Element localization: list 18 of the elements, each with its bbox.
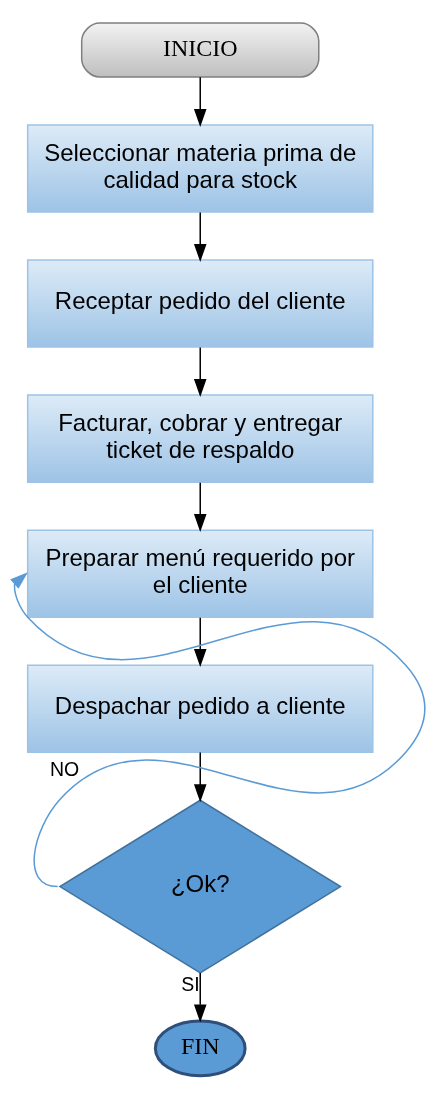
node-diamond: ¿Ok? — [58, 799, 342, 974]
node-box: Despachar pedido a cliente — [26, 664, 374, 753]
node-box: Receptar pedido del cliente — [26, 259, 374, 348]
arrow — [10, 572, 426, 888]
node-box: Facturar, cobrar y entregar ticket de respaldo — [26, 394, 374, 483]
arrow — [193, 76, 207, 127]
edge-label: SI — [181, 972, 200, 995]
arrow — [193, 346, 207, 397]
node-box: Seleccionar materia prima de calidad para stock — [26, 124, 374, 213]
arrow — [193, 211, 207, 262]
edge-label: NO — [49, 757, 80, 780]
arrow — [193, 616, 207, 668]
arrow — [193, 481, 207, 533]
arrow — [193, 751, 207, 803]
arrow — [193, 972, 207, 1023]
node-box: Preparar menú requerido por el cliente — [26, 529, 374, 618]
node-ellipse: FIN — [153, 1019, 247, 1078]
node-box: INICIO — [80, 22, 320, 78]
